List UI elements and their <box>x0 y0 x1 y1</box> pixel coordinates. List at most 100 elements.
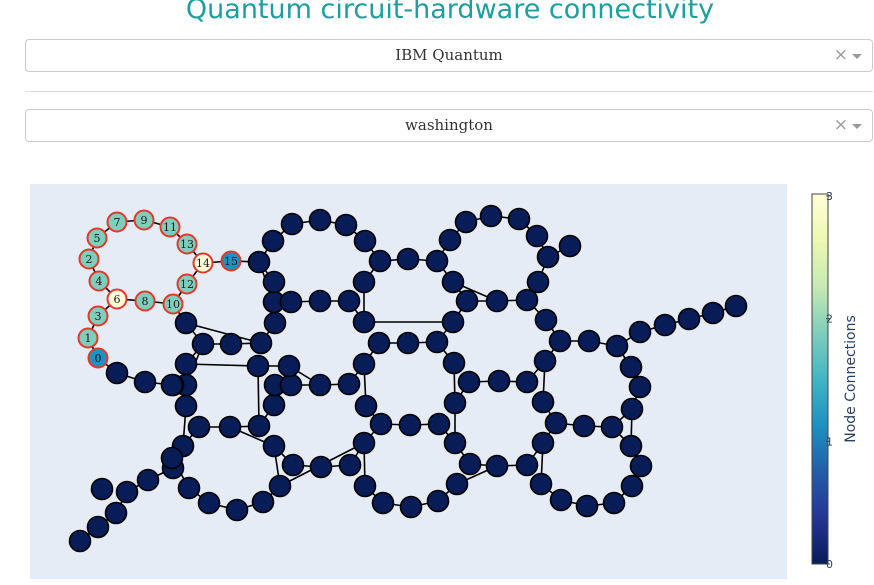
hardware-qubit-node <box>353 474 377 498</box>
hardware-qubit-node <box>115 480 139 504</box>
chevron-down-icon[interactable] <box>852 124 862 129</box>
hardware-qubit-node <box>263 311 287 335</box>
hardware-qubit-node <box>279 373 303 397</box>
hardware-qubit-node <box>308 289 332 313</box>
hardware-qubit-node <box>507 207 531 231</box>
hardware-qubit-node <box>605 334 629 358</box>
hardware-qubit-node <box>479 204 503 228</box>
device-dropdown[interactable]: washington × <box>25 109 873 142</box>
hardware-edge <box>185 363 259 367</box>
circuit-qubit-node <box>176 273 198 295</box>
hardware-qubit-node <box>628 375 652 399</box>
hardware-qubit-node <box>246 354 270 378</box>
hardware-qubit-node <box>558 234 582 258</box>
hardware-qubit-node <box>441 310 465 334</box>
hardware-qubit-node <box>160 373 184 397</box>
hardware-qubit-node <box>536 245 560 269</box>
hardware-qubit-node <box>533 349 557 373</box>
hardware-qubit-node <box>525 224 549 248</box>
hardware-qubit-node <box>160 446 184 470</box>
circuit-qubit-node <box>87 347 109 369</box>
qubit-label: 3 <box>95 310 102 323</box>
hardware-qubit-node <box>337 289 361 313</box>
hardware-qubit-node <box>247 250 271 274</box>
hardware-qubit-node <box>218 415 242 439</box>
hardware-qubit-node <box>251 490 275 514</box>
hardware-qubit-node <box>280 212 304 236</box>
circuit-qubit-node <box>106 211 128 233</box>
hardware-qubit-node <box>174 352 198 376</box>
hardware-qubit-node <box>352 431 376 455</box>
hardware-qubit-node <box>174 394 198 418</box>
hardware-qubit-node <box>619 434 643 458</box>
chevron-down-icon[interactable] <box>852 54 862 59</box>
hardware-qubit-node <box>443 431 467 455</box>
colorbar-tick-label: 2 <box>826 313 833 326</box>
circuit-qubit-node <box>162 293 184 315</box>
hardware-qubit-node <box>191 332 215 356</box>
hardware-qubit-node <box>133 370 157 394</box>
circuit-qubit-node <box>133 209 155 231</box>
circuit-qubit-node <box>106 288 128 310</box>
hardware-qubit-node <box>187 415 211 439</box>
qubit-label: 1 <box>85 332 92 345</box>
hardware-qubit-node <box>247 414 271 438</box>
hardware-qubit-node <box>529 472 553 496</box>
hardware-qubit-node <box>458 452 482 476</box>
hardware-qubit-node <box>534 308 558 332</box>
hardware-edge <box>185 322 262 344</box>
hardware-qubit-node <box>104 501 128 525</box>
qubit-label: 2 <box>86 253 93 266</box>
close-icon[interactable]: × <box>833 115 848 135</box>
circuit-qubit-node <box>87 305 109 327</box>
hardware-qubit-node <box>455 289 479 313</box>
qubit-label: 10 <box>166 298 180 311</box>
hardware-qubit-node <box>457 370 481 394</box>
hardware-qubit-node <box>308 208 332 232</box>
hardware-qubit-node <box>454 210 478 234</box>
close-icon[interactable]: × <box>833 45 848 65</box>
qubit-label: 0 <box>95 352 102 365</box>
hardware-qubit-node <box>577 329 601 353</box>
qubit-label: 7 <box>114 216 121 229</box>
circuit-qubit-node <box>77 327 99 349</box>
hardware-qubit-node <box>442 351 466 375</box>
hardware-qubit-node <box>396 331 420 355</box>
hardware-qubit-node <box>352 352 376 376</box>
circuit-qubit-node <box>192 252 214 274</box>
hardware-qubit-node <box>701 301 725 325</box>
hardware-qubit-node <box>399 495 423 519</box>
hardware-qubit-node <box>526 270 550 294</box>
hardware-qubit-node <box>445 472 469 496</box>
circuit-qubit-node <box>86 227 108 249</box>
hardware-qubit-node <box>197 491 221 515</box>
circuit-qubit-node <box>88 270 110 292</box>
hardware-qubit-node <box>572 414 596 438</box>
hardware-qubit-node <box>628 320 652 344</box>
hardware-qubit-node <box>352 310 376 334</box>
hardware-qubit-node <box>398 413 422 437</box>
hardware-qubit-node <box>353 229 377 253</box>
qubit-label: 9 <box>141 214 148 227</box>
hardware-qubit-node <box>438 228 462 252</box>
hardware-qubit-node <box>600 415 624 439</box>
hardware-qubit-node <box>86 515 110 539</box>
hardware-qubit-node <box>68 529 92 553</box>
hardware-qubit-node <box>177 476 201 500</box>
circuit-qubit-node <box>220 250 242 272</box>
hardware-qubit-node <box>548 329 572 353</box>
hardware-qubit-node <box>277 354 301 378</box>
hardware-qubit-node <box>261 229 285 253</box>
hardware-qubit-node <box>515 453 539 477</box>
hardware-qubit-node <box>225 498 249 522</box>
hardware-qubit-node <box>219 332 243 356</box>
hardware-qubit-node <box>262 434 286 458</box>
hardware-qubit-node <box>515 370 539 394</box>
hardware-qubit-node <box>575 494 599 518</box>
provider-dropdown[interactable]: IBM Quantum × <box>25 39 873 72</box>
hardware-qubit-node <box>308 373 332 397</box>
hardware-qubit-node <box>262 270 286 294</box>
hardware-qubit-node <box>367 331 391 355</box>
hardware-qubit-node <box>677 307 701 331</box>
